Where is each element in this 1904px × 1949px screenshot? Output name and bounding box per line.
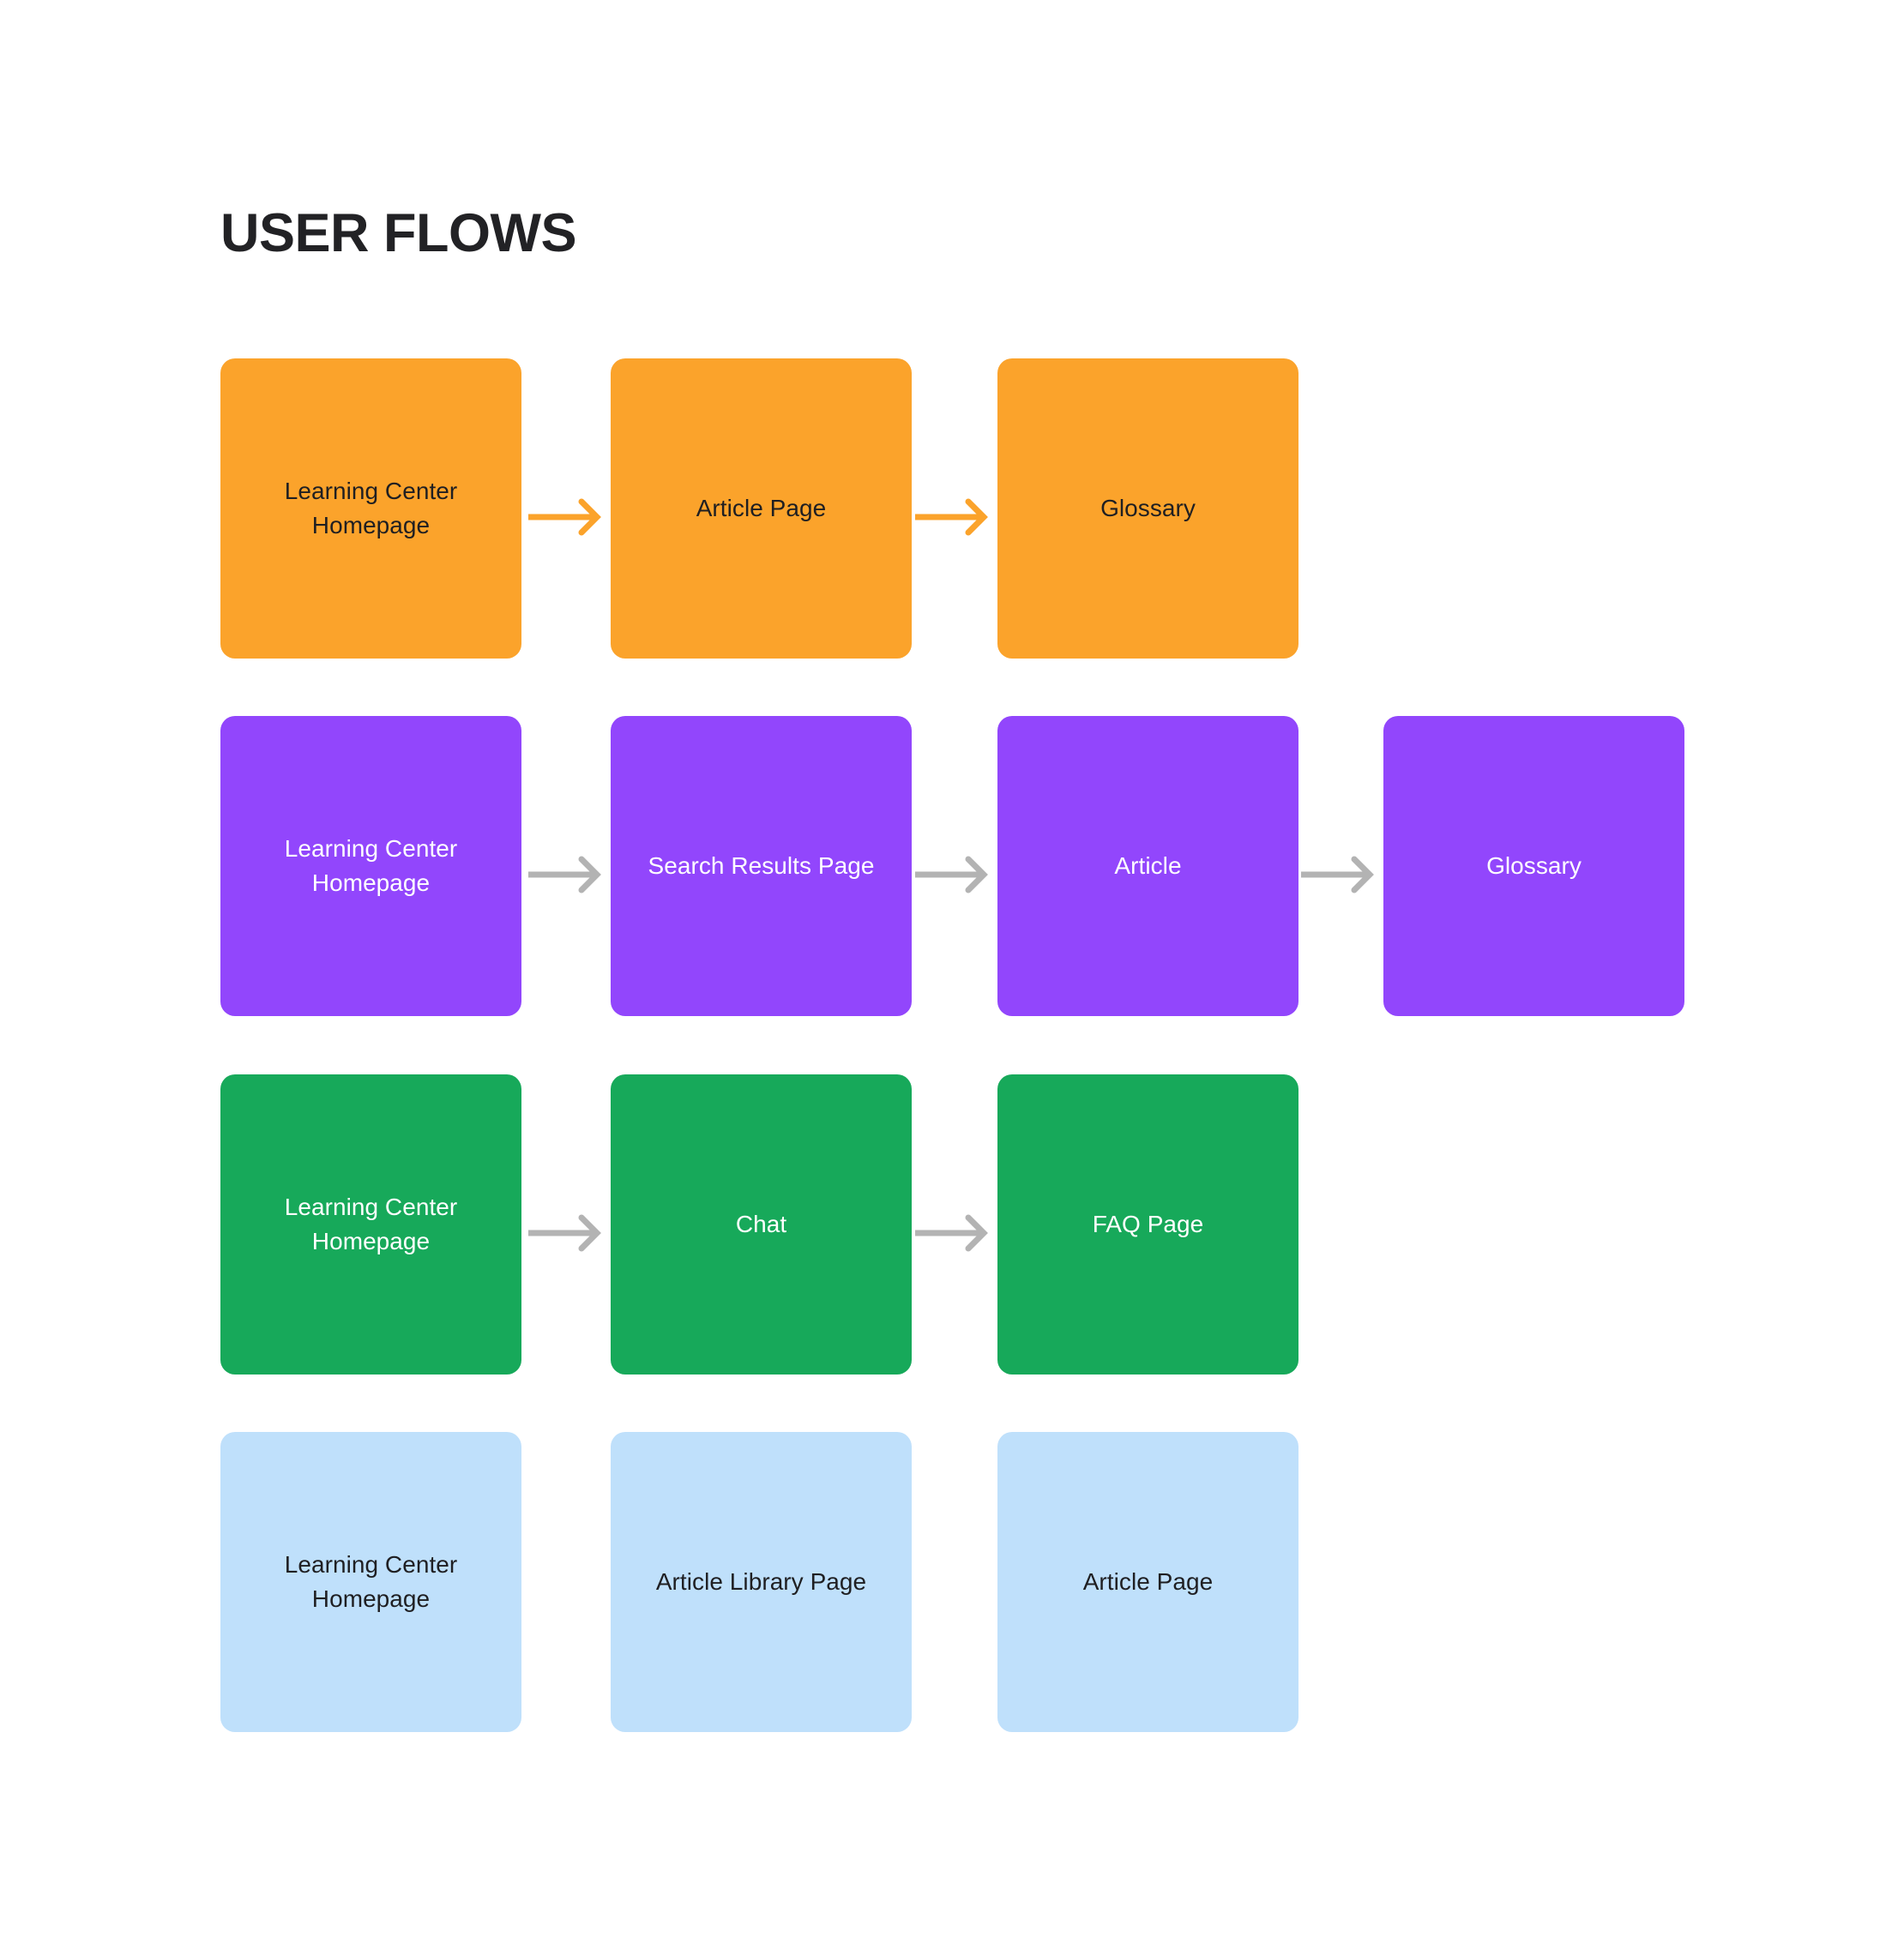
flow-node[interactable]: Learning Center Homepage (220, 716, 521, 1016)
arrow-right-icon (1298, 856, 1383, 893)
flow-node-label: Search Results Page (648, 852, 875, 880)
arrow-right-icon (525, 1214, 611, 1252)
flow-node-label: Glossary (1100, 495, 1196, 522)
arrow-right-icon (525, 856, 611, 893)
flow-node-label: FAQ Page (1092, 1211, 1204, 1238)
flow-node[interactable]: Chat (611, 1074, 912, 1375)
flow-node[interactable]: Learning Center Homepage (220, 1074, 521, 1375)
arrow-right-icon (525, 498, 611, 536)
flow-node-label: Article Library Page (655, 1568, 867, 1596)
arrow-right-icon (912, 1214, 997, 1252)
flow-node-label: Learning Center Homepage (284, 1194, 458, 1254)
flow-node-label: Article (1114, 852, 1182, 880)
arrow-right-icon (912, 498, 997, 536)
flow-node[interactable]: Learning Center Homepage (220, 358, 521, 659)
flow-node-label: Learning Center Homepage (284, 478, 458, 538)
flow-node[interactable]: Article (997, 716, 1298, 1016)
page-title: USER FLOWS (220, 203, 577, 263)
flow-node-label: Learning Center Homepage (284, 1551, 458, 1612)
arrow-right-icon (912, 856, 997, 893)
flow-node[interactable]: Glossary (997, 358, 1298, 659)
flow-node-label: Article Page (696, 495, 827, 522)
flow-node[interactable]: Learning Center Homepage (220, 1432, 521, 1732)
flow-node[interactable]: Glossary (1383, 716, 1684, 1016)
flow-node-label: Chat (735, 1211, 787, 1238)
flow-node[interactable]: Article Library Page (611, 1432, 912, 1732)
flow-node-label: Article Page (1082, 1568, 1214, 1596)
flow-node[interactable]: Article Page (611, 358, 912, 659)
flow-node[interactable]: Search Results Page (611, 716, 912, 1016)
flow-node-label: Learning Center Homepage (284, 835, 458, 896)
flow-node[interactable]: FAQ Page (997, 1074, 1298, 1375)
flow-node[interactable]: Article Page (997, 1432, 1298, 1732)
flow-node-label: Glossary (1486, 852, 1582, 880)
